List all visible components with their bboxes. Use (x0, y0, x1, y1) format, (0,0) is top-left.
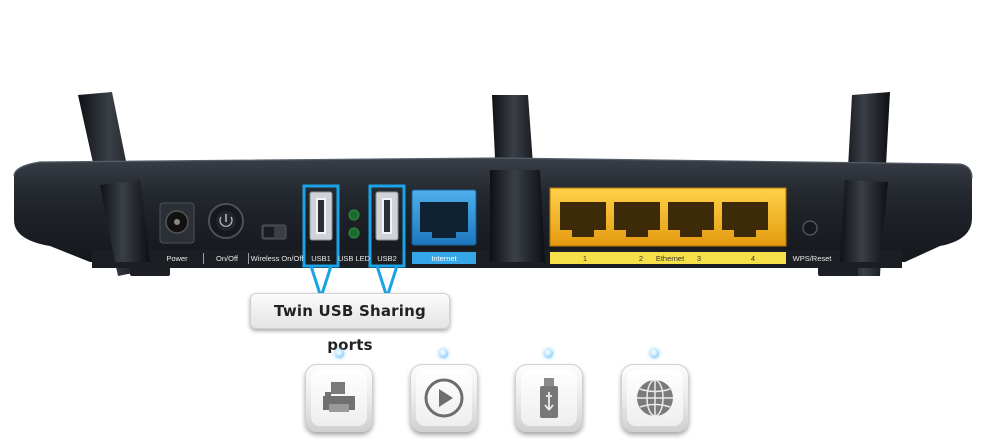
label-usb-led: USB LED (338, 254, 371, 263)
glow-dot (335, 349, 344, 358)
usb-callout: Twin USB Sharing ports (250, 293, 450, 354)
label-eth-3: 3 (696, 254, 702, 263)
label-eth-1: 1 (582, 254, 588, 263)
label-wps-reset: WPS/Reset (792, 254, 832, 263)
printer-icon (323, 382, 355, 412)
usb-led-bottom (348, 227, 360, 239)
glow-dot (439, 349, 448, 358)
label-eth-4: 4 (750, 254, 756, 263)
usb-callout-text: Twin USB Sharing ports (274, 302, 426, 354)
label-usb2: USB2 (377, 254, 397, 263)
wps-button (802, 220, 818, 236)
glow-dot (650, 349, 659, 358)
printer-tile (305, 364, 373, 432)
label-usb1: USB1 (311, 254, 331, 263)
usb-led-top (348, 209, 360, 221)
media-tile (410, 364, 478, 432)
label-divider (248, 253, 249, 264)
glow-dot (544, 349, 553, 358)
label-ethernet: Ethernet (655, 254, 685, 263)
label-internet: Internet (431, 254, 457, 263)
label-onoff: On/Off (216, 254, 238, 263)
label-divider (203, 253, 204, 264)
storage-tile (515, 364, 583, 432)
play-icon (424, 378, 464, 418)
globe-icon (637, 379, 673, 417)
label-power: Power (166, 254, 188, 263)
label-eth-2: 2 (638, 254, 644, 263)
label-wireless: Wireless On/Off (250, 254, 304, 263)
usb1-highlight (302, 184, 340, 268)
network-tile (621, 364, 689, 432)
usb-drive-icon (540, 378, 558, 418)
usb2-highlight (368, 184, 406, 268)
